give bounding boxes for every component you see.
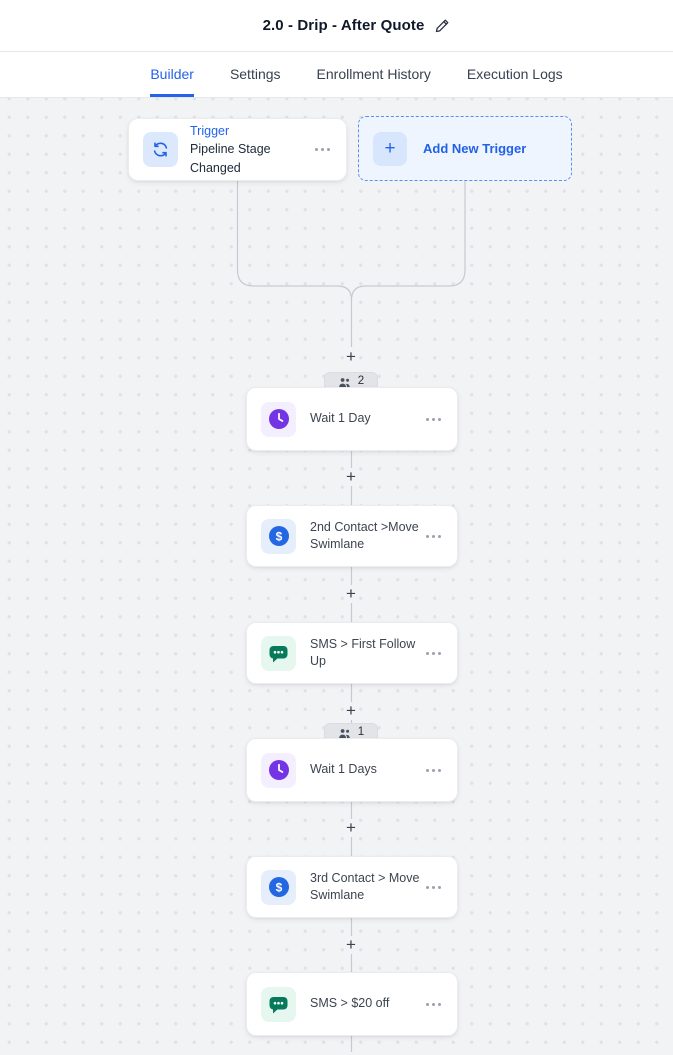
tab-execution-logs[interactable]: Execution Logs — [466, 66, 563, 82]
step-title: 2nd Contact >Move Swimlane — [310, 519, 419, 552]
step-node-sms[interactable]: SMS > First Follow Up — [246, 622, 458, 684]
trigger-more-options-icon[interactable] — [313, 144, 332, 155]
step-title: SMS > First Follow Up — [310, 636, 416, 669]
tab-builder[interactable]: Builder — [150, 52, 194, 97]
step-more-options-icon[interactable] — [424, 531, 443, 542]
opportunity-dollar-icon: $ — [261, 518, 296, 554]
step-more-options-icon[interactable] — [424, 414, 443, 425]
workflow-header: 2.0 - Drip - After Quote — [0, 0, 673, 52]
edit-title-icon[interactable] — [434, 18, 450, 34]
add-new-trigger-button[interactable]: + Add New Trigger — [358, 116, 572, 181]
tab-settings[interactable]: Settings — [229, 66, 281, 82]
add-step-button[interactable]: + — [346, 467, 356, 486]
trigger-label: Trigger — [190, 124, 230, 139]
workflow-canvas[interactable]: Trigger Pipeline Stage Changed + Add New… — [0, 98, 673, 1055]
step-node-opportunity[interactable]: $ 3rd Contact > Move Swimlane — [246, 856, 458, 918]
tab-enrollment-history[interactable]: Enrollment History — [316, 66, 431, 82]
step-more-options-icon[interactable] — [424, 765, 443, 776]
step-title: SMS > $20 off — [310, 996, 390, 1011]
step-more-options-icon[interactable] — [424, 999, 443, 1010]
step-title: 3rd Contact > Move Swimlane — [310, 870, 420, 903]
trigger-node[interactable]: Trigger Pipeline Stage Changed — [128, 118, 347, 181]
step-node-sms[interactable]: SMS > $20 off — [246, 972, 458, 1036]
sms-bubble-icon — [261, 635, 296, 671]
wait-clock-icon — [261, 752, 296, 788]
svg-text:$: $ — [275, 880, 282, 894]
step-node-wait[interactable]: Wait 1 Day — [246, 387, 458, 451]
enrolled-count: 1 — [357, 726, 365, 738]
add-new-trigger-label: Add New Trigger — [423, 141, 527, 156]
step-title: Wait 1 Day — [310, 411, 371, 426]
step-more-options-icon[interactable] — [424, 882, 443, 893]
trigger-name: Pipeline Stage Changed — [190, 142, 271, 175]
step-node-opportunity[interactable]: $ 2nd Contact >Move Swimlane — [246, 505, 458, 567]
step-node-wait[interactable]: Wait 1 Days — [246, 738, 458, 802]
add-step-button[interactable]: + — [346, 701, 356, 720]
sms-bubble-icon — [261, 986, 296, 1022]
plus-icon: + — [373, 131, 407, 166]
workflow-tabbar: Builder Settings Enrollment History Exec… — [0, 52, 673, 98]
add-step-button[interactable]: + — [346, 818, 356, 837]
workflow-title: 2.0 - Drip - After Quote — [262, 17, 425, 34]
svg-text:$: $ — [275, 529, 282, 543]
wait-clock-icon — [261, 401, 296, 437]
add-step-button[interactable]: + — [346, 347, 356, 366]
opportunity-dollar-icon: $ — [261, 869, 296, 905]
step-more-options-icon[interactable] — [424, 648, 443, 659]
enrolled-count: 2 — [357, 375, 365, 387]
add-step-button[interactable]: + — [346, 584, 356, 603]
add-step-button[interactable]: + — [346, 935, 356, 954]
step-title: Wait 1 Days — [310, 762, 377, 777]
trigger-sync-icon — [143, 132, 178, 167]
